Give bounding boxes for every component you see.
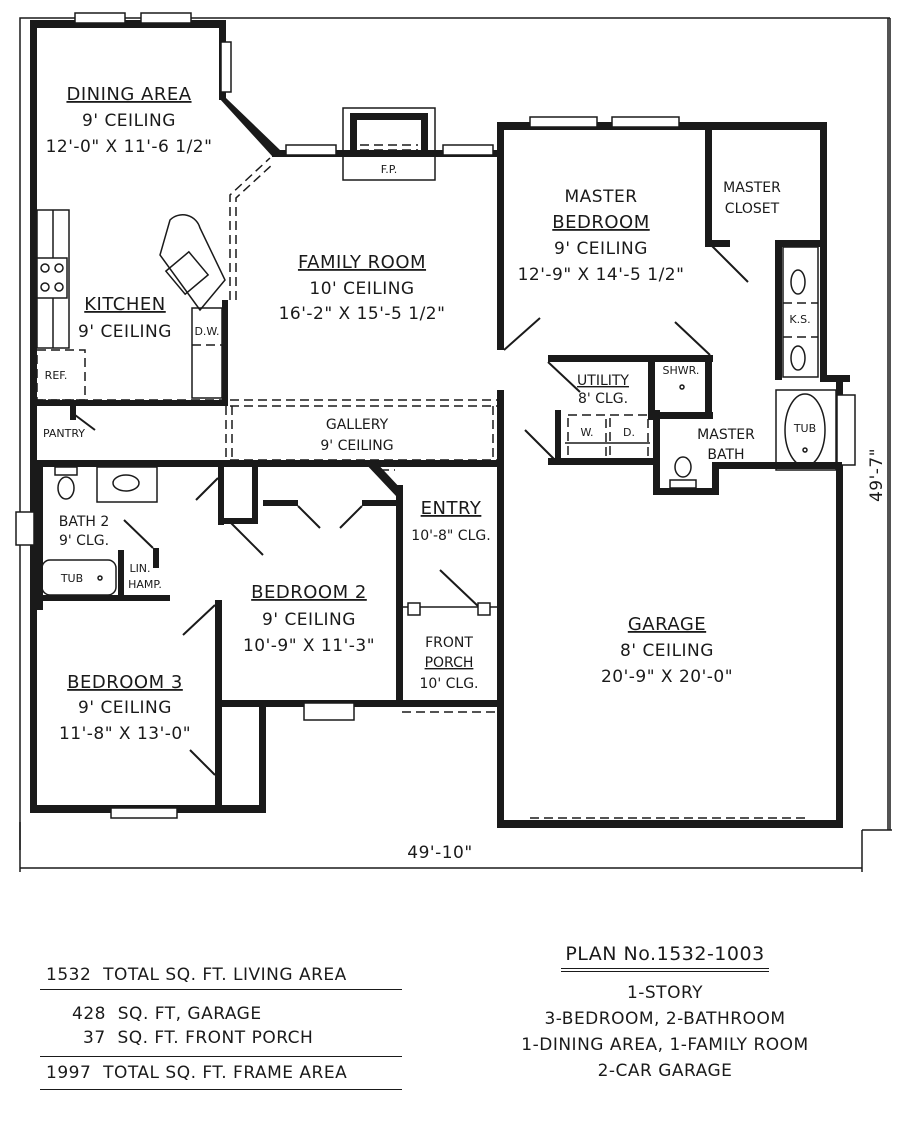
dashed-openings bbox=[37, 157, 805, 826]
utility-name: UTILITY bbox=[577, 373, 629, 389]
bedroom3-ceiling: 9' CEILING bbox=[78, 698, 172, 718]
porch-area-label: SQ. FT. FRONT PORCH bbox=[117, 1028, 314, 1048]
entry-name: ENTRY bbox=[421, 498, 482, 519]
linen-label: LIN. bbox=[129, 562, 150, 575]
utility-ceiling: 8' CLG. bbox=[578, 391, 628, 407]
porch-name-2: PORCH bbox=[425, 655, 474, 671]
washer-label: W. bbox=[580, 426, 593, 439]
kitchen-name: KITCHEN bbox=[84, 294, 166, 315]
porch-ceiling: 10' CLG. bbox=[420, 676, 479, 692]
master-bath-name-2: BATH bbox=[707, 447, 744, 463]
bedroom2-name: BEDROOM 2 bbox=[251, 582, 367, 603]
dining-size: 12'-0" X 11'-6 1/2" bbox=[46, 137, 213, 157]
frame-area-value: 1997 bbox=[46, 1063, 92, 1083]
master-bath-name-1: MASTER bbox=[697, 427, 755, 443]
kitchen-ceiling: 9' CEILING bbox=[78, 322, 172, 342]
master-bedroom-name-1: MASTER bbox=[564, 187, 637, 207]
garage-size: 20'-9" X 20'-0" bbox=[601, 667, 733, 687]
room-bedroom-3: BEDROOM 3 9' CEILING 11'-8" X 13'-0" bbox=[59, 672, 191, 744]
dining-name: DINING AREA bbox=[66, 84, 191, 105]
bath2-name: BATH 2 bbox=[59, 514, 110, 530]
gallery-ceiling: 9' CEILING bbox=[320, 438, 393, 454]
plan-line-1: 1-STORY bbox=[626, 983, 704, 1003]
room-master-bath: MASTER BATH bbox=[697, 427, 755, 463]
gallery-name: GALLERY bbox=[326, 417, 389, 433]
windows bbox=[15, 12, 856, 819]
bath2-tub-label: TUB bbox=[60, 572, 83, 585]
master-bedroom-name-2: BEDROOM bbox=[552, 212, 649, 233]
bedroom3-size: 11'-8" X 13'-0" bbox=[59, 724, 191, 744]
porch-area-value: 37 bbox=[83, 1028, 106, 1048]
plan-number: PLAN No.1532-1003 bbox=[561, 943, 769, 972]
room-garage: GARAGE 8' CEILING 20'-9" X 20'-0" bbox=[601, 614, 733, 687]
master-bath-fixtures: K.S. TUB SHWR. bbox=[663, 246, 837, 489]
room-gallery: GALLERY 9' CEILING bbox=[320, 417, 393, 454]
bedroom3-name: BEDROOM 3 bbox=[67, 672, 183, 693]
room-dining-area: DINING AREA 9' CEILING 12'-0" X 11'-6 1/… bbox=[46, 84, 213, 157]
family-size: 16'-2" X 15'-5 1/2" bbox=[279, 304, 446, 324]
master-closet-name-2: CLOSET bbox=[725, 201, 780, 217]
refrigerator-label: REF. bbox=[45, 369, 68, 382]
bedroom2-size: 10'-9" X 11'-3" bbox=[243, 636, 375, 656]
room-bath-2: BATH 2 9' CLG. bbox=[59, 514, 110, 549]
living-area-row: 1532 TOTAL SQ. FT. LIVING AREA bbox=[40, 965, 402, 990]
family-ceiling: 10' CEILING bbox=[309, 279, 414, 299]
depth-dimension: 49'-7" bbox=[867, 448, 887, 502]
bath2-ceiling: 9' CLG. bbox=[59, 533, 109, 549]
living-area-label: TOTAL SQ. FT. LIVING AREA bbox=[103, 965, 347, 985]
entry-ceiling: 10'-8" CLG. bbox=[411, 528, 490, 544]
plan-info: PLAN No.1532-1003 1-STORY 3-BEDROOM, 2-B… bbox=[480, 943, 850, 1084]
interior-walls bbox=[30, 122, 842, 810]
room-utility: UTILITY 8' CLG. bbox=[577, 373, 629, 407]
utility-fixtures: W. D. bbox=[565, 414, 650, 461]
master-closet-name-1: MASTER bbox=[723, 180, 781, 196]
fireplace-label: F.P. bbox=[381, 163, 397, 176]
master-tub-label: TUB bbox=[793, 422, 816, 435]
room-master-closet: MASTER CLOSET bbox=[723, 180, 781, 217]
frame-area-label: TOTAL SQ. FT. FRAME AREA bbox=[103, 1063, 348, 1083]
plan-line-3: 1-DINING AREA, 1-FAMILY ROOM bbox=[521, 1035, 809, 1055]
plan-line-4: 2-CAR GARAGE bbox=[597, 1061, 733, 1081]
plan-line-2: 3-BEDROOM, 2-BATHROOM bbox=[544, 1009, 786, 1029]
area-summary: 1532 TOTAL SQ. FT. LIVING AREA 428 SQ. F… bbox=[40, 965, 402, 1090]
porch-name-1: FRONT bbox=[425, 635, 473, 651]
bedroom2-ceiling: 9' CEILING bbox=[262, 610, 356, 630]
dimension-lines: 49'-10" 49'-7" bbox=[19, 18, 892, 872]
knee-space-label: K.S. bbox=[789, 313, 810, 326]
room-kitchen: KITCHEN 9' CEILING bbox=[78, 294, 172, 342]
room-family-room: FAMILY ROOM 10' CEILING 16'-2" X 15'-5 1… bbox=[279, 252, 446, 324]
fireplace: F.P. bbox=[342, 107, 436, 181]
living-area-value: 1532 bbox=[46, 965, 92, 985]
door-swings bbox=[74, 245, 749, 776]
room-bedroom-2: BEDROOM 2 9' CEILING 10'-9" X 11'-3" bbox=[243, 582, 375, 656]
room-front-porch: FRONT PORCH 10' CLG. bbox=[420, 635, 479, 692]
dryer-label: D. bbox=[623, 426, 635, 439]
dining-ceiling: 9' CEILING bbox=[82, 111, 176, 131]
frame-area-row: 1997 TOTAL SQ. FT. FRAME AREA bbox=[40, 1057, 402, 1090]
room-entry: ENTRY 10'-8" CLG. bbox=[411, 498, 490, 544]
porch-area-row: 37 SQ. FT. FRONT PORCH bbox=[40, 1024, 402, 1057]
bath2-fixtures: TUB LIN. HAMP. bbox=[41, 466, 162, 596]
pantry-label: PANTRY bbox=[43, 427, 85, 440]
room-labels: DINING AREA 9' CEILING 12'-0" X 11'-6 1/… bbox=[46, 84, 782, 744]
room-master-bedroom: MASTER BEDROOM 9' CEILING 12'-9" X 14'-5… bbox=[518, 187, 685, 285]
shower-label: SHWR. bbox=[663, 364, 700, 377]
dishwasher-label: D.W. bbox=[194, 325, 219, 338]
family-name: FAMILY ROOM bbox=[298, 252, 426, 273]
hamper-label: HAMP. bbox=[128, 578, 162, 591]
kitchen-fixtures: REF. D.W. PANTRY bbox=[36, 209, 226, 440]
master-bedroom-ceiling: 9' CEILING bbox=[554, 239, 648, 259]
garage-area-row: 428 SQ. FT, GARAGE bbox=[40, 990, 402, 1024]
master-bedroom-size: 12'-9" X 14'-5 1/2" bbox=[518, 265, 685, 285]
width-dimension: 49'-10" bbox=[407, 843, 472, 863]
garage-area-value: 428 bbox=[72, 1004, 106, 1024]
garage-ceiling: 8' CEILING bbox=[620, 641, 714, 661]
garage-name: GARAGE bbox=[628, 614, 706, 635]
garage-area-label: SQ. FT, GARAGE bbox=[117, 1004, 262, 1024]
